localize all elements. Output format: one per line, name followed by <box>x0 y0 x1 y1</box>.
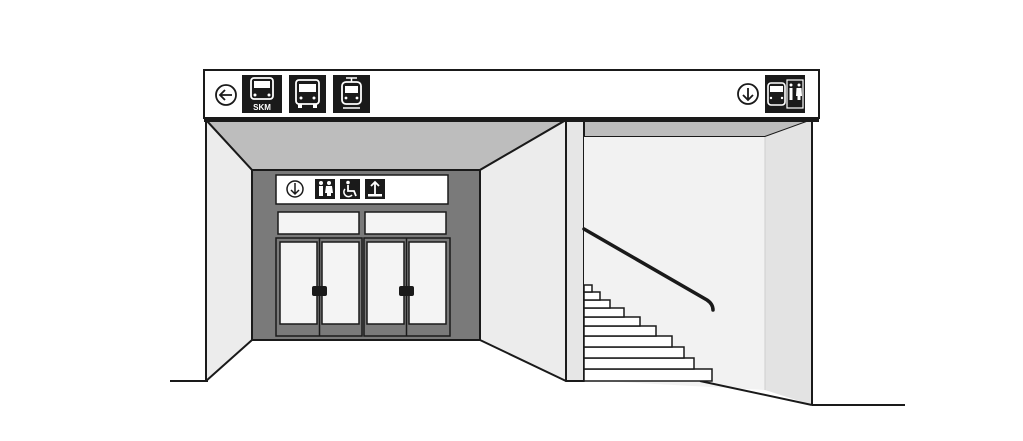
toilets-icon <box>315 179 335 199</box>
door-glass-panel <box>408 241 447 325</box>
door-left[interactable] <box>275 237 363 337</box>
door-sign-panel <box>275 174 449 205</box>
arrow-down-icon <box>286 180 304 198</box>
stair-right-wall <box>765 120 812 405</box>
arrow-left-icon <box>215 84 237 106</box>
handrail <box>582 227 715 312</box>
escalator-up-icon <box>365 179 385 199</box>
skm-label: SKM <box>253 103 271 112</box>
header-sign-underside <box>204 118 819 122</box>
door-sign <box>275 174 449 205</box>
train-skm-icon: SKM <box>242 75 282 113</box>
train-toilets-icon <box>765 75 805 113</box>
bus-icon <box>289 75 326 113</box>
stair-opening <box>565 119 813 406</box>
door-right[interactable] <box>363 237 451 337</box>
tram-icon <box>333 75 370 113</box>
door-glass-panel <box>366 241 405 325</box>
transom-window-right <box>364 211 447 235</box>
transom-window-left <box>277 211 360 235</box>
left-passage <box>205 119 567 382</box>
door-handle[interactable] <box>399 286 414 296</box>
door-glass-panel <box>279 241 318 325</box>
door-handle[interactable] <box>312 286 327 296</box>
header-sign: SKM <box>203 69 820 122</box>
central-column <box>565 119 585 382</box>
staircase <box>583 284 713 382</box>
door-glass-panel <box>321 241 360 325</box>
wheelchair-icon <box>340 179 360 199</box>
arrow-down-icon <box>737 83 759 105</box>
stair-floor <box>699 380 813 406</box>
